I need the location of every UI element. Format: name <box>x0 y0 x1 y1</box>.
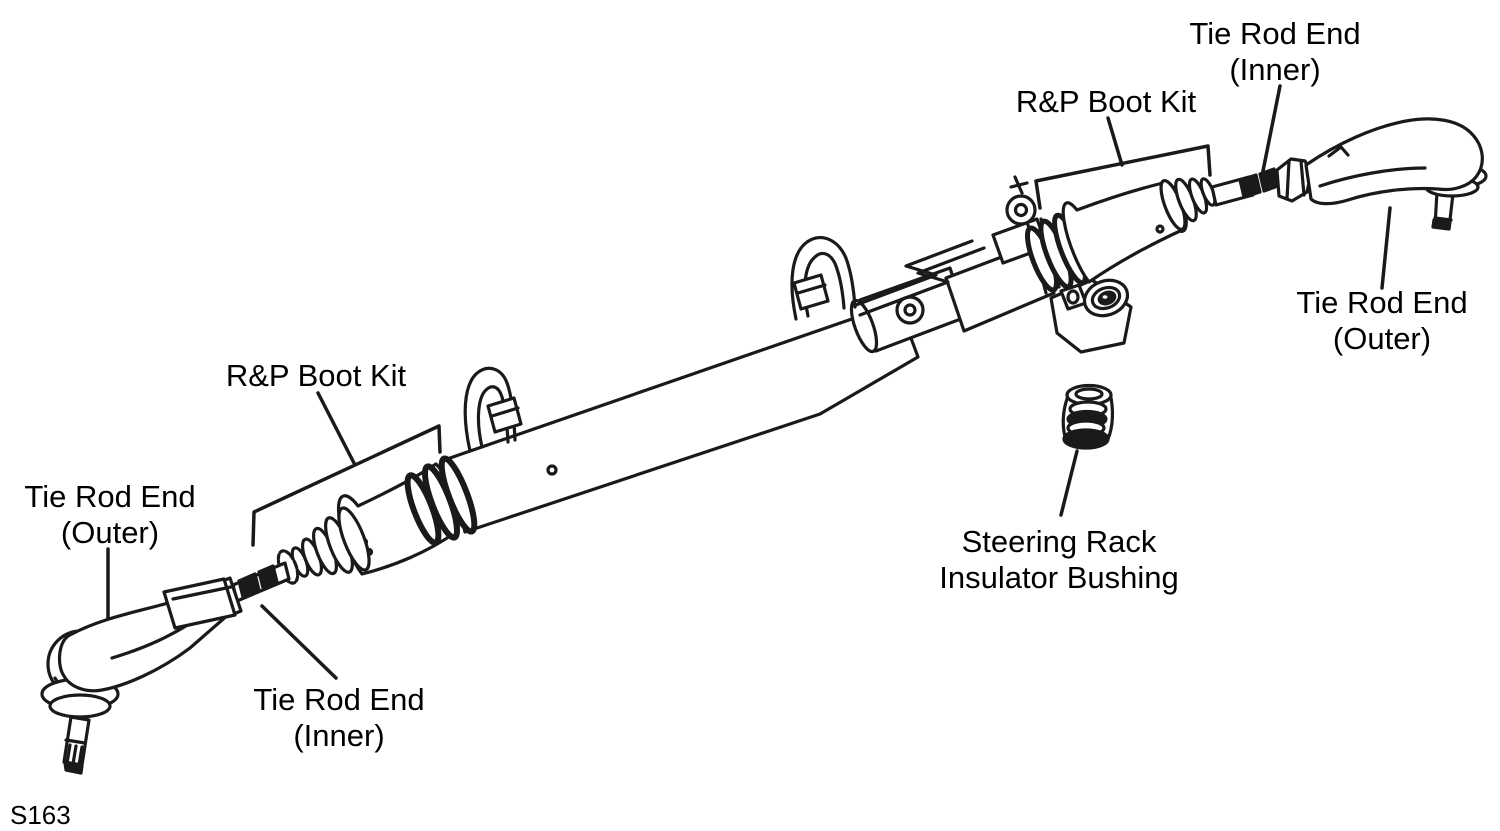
label-line: Tie Rod End <box>1189 16 1361 51</box>
label-boot-kit-right: R&P Boot Kit <box>1016 84 1196 120</box>
tube-hole <box>546 464 558 476</box>
bracket-boot-kit-left <box>251 424 442 547</box>
hose-fitting <box>486 396 523 434</box>
label-line: R&P Boot Kit <box>225 358 407 393</box>
label-line: (Inner) <box>293 718 385 753</box>
label-line: Insulator Bushing <box>939 560 1179 595</box>
label-line: R&P Boot Kit <box>1015 84 1197 119</box>
leader-lines <box>106 84 1392 680</box>
leader-tie-rod-outer-right <box>1380 206 1392 290</box>
label-boot-kit-left: R&P Boot Kit <box>226 358 406 394</box>
label-line: Steering Rack <box>961 524 1157 559</box>
label-line: Tie Rod End <box>253 682 425 717</box>
mount-bracket <box>1049 278 1133 354</box>
label-insulator-bushing: Steering Rack Insulator Bushing <box>939 524 1179 596</box>
tie-rod-end-outer-left <box>40 577 237 775</box>
leader-boot-kit-left <box>316 391 356 465</box>
leader-tie-rod-inner-right <box>1260 84 1282 178</box>
label-tie-rod-end-inner-left: Tie Rod End (Inner) <box>253 682 424 754</box>
bracket-boot-kit-right <box>1034 144 1212 210</box>
hose-fitting <box>792 273 830 311</box>
label-tie-rod-end-outer-right: Tie Rod End (Outer) <box>1296 285 1467 357</box>
leader-boot-kit-right <box>1106 116 1124 167</box>
label-line: (Outer) <box>60 515 160 550</box>
hose-loop-left <box>463 366 523 453</box>
hydraulic-pipes <box>854 239 986 317</box>
label-tie-rod-end-inner-right: Tie Rod End (Inner) <box>1189 16 1360 88</box>
label-tie-rod-end-outer-left: Tie Rod End (Outer) <box>24 479 195 551</box>
tie-rod-inner-right <box>1210 157 1313 207</box>
boot-left <box>290 455 478 578</box>
leader-tie-rod-inner-left <box>260 604 338 680</box>
label-line: Tie Rod End <box>1296 285 1468 320</box>
label-line: (Inner) <box>1229 52 1321 87</box>
figure-code: S163 <box>10 800 71 830</box>
tie-rod-end-outer-right <box>1304 117 1488 231</box>
boot-right <box>1024 177 1217 293</box>
label-line: (Outer) <box>1332 321 1432 356</box>
leader-insulator-bushing <box>1059 449 1079 517</box>
label-line: Tie Rod End <box>24 479 196 514</box>
insulator-bushing-part <box>1061 383 1115 450</box>
hose-loop-center <box>790 236 857 321</box>
